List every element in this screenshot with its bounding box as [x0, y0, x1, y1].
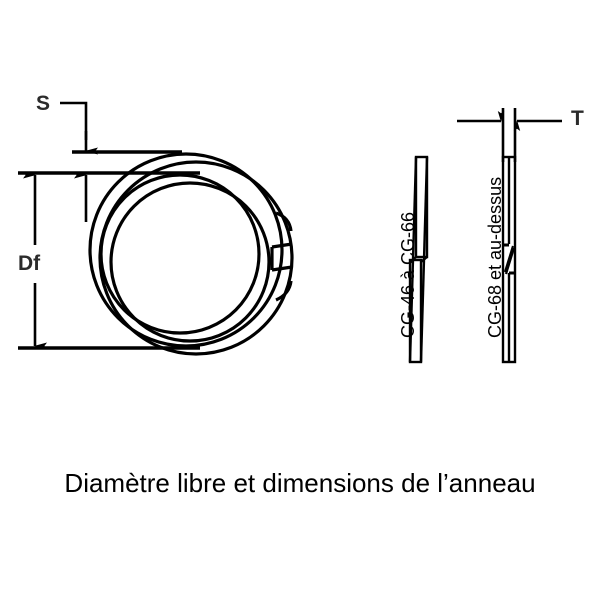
dimension-df — [18, 171, 200, 350]
ring-gap-divider-top — [271, 242, 293, 249]
sv2-diagonal-transition-a — [503, 245, 515, 273]
ring-outer-front-circle — [88, 152, 284, 348]
dimension-label-df: Df — [18, 252, 41, 275]
sv2-diagonal-transition-b — [504, 247, 516, 275]
sv1-upper-section — [414, 155, 429, 259]
sv1-lower-section — [408, 258, 423, 364]
ring-front-view — [88, 152, 294, 356]
side-view-label-cg-68-up: CG-68 et au-dessus — [485, 176, 505, 338]
dimension-t — [457, 108, 562, 162]
ring-gap-divider-bottom — [271, 265, 293, 272]
side-view-cg-68-up — [501, 155, 517, 364]
ring-gap-lower-tip — [275, 280, 293, 302]
s-leader-line — [60, 101, 88, 140]
ring-inner-front-circle — [99, 173, 261, 335]
figure-caption: Diamètre libre et dimensions de l’anneau — [64, 468, 536, 498]
ring-gap-upper-tip — [275, 211, 293, 232]
dimension-label-s: S — [36, 92, 51, 115]
ring-inner-back-circle — [109, 181, 271, 343]
sv1-spine-right — [419, 156, 429, 363]
side-view-label-cg-46-66: CG-46 à CG-66 — [398, 211, 418, 338]
dimension-label-t: T — [571, 107, 584, 130]
sv1-spine-left — [408, 156, 418, 363]
dimension-s — [18, 101, 200, 222]
side-view-cg-46-66 — [408, 155, 429, 364]
